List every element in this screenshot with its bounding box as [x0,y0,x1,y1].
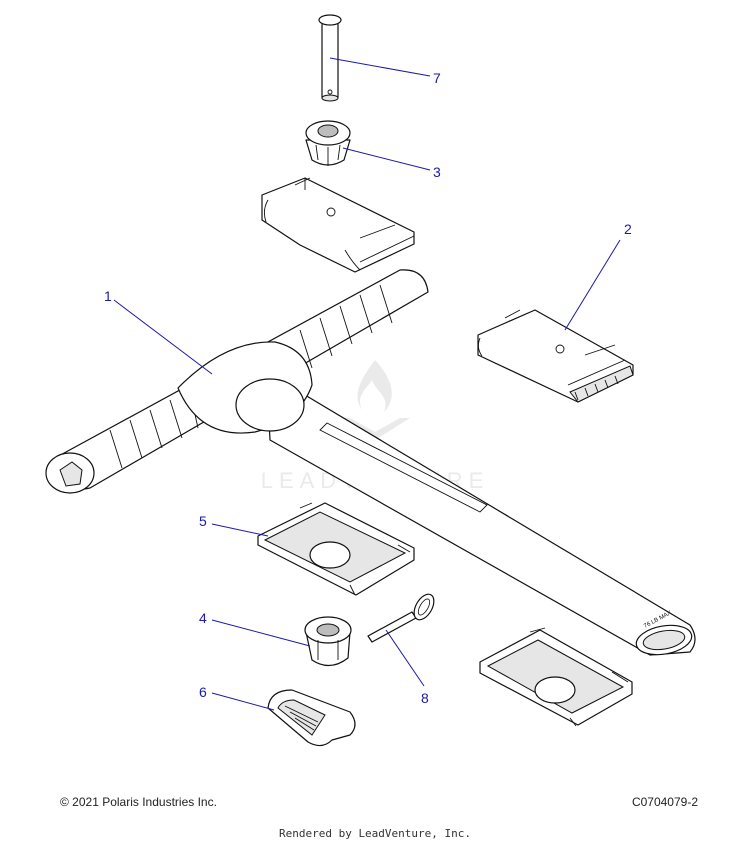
leader-3 [342,147,431,171]
callout-3: 3 [433,164,441,180]
part-2-clamp-upper [261,177,415,273]
part-1-t-handle: 76 LB MAX [45,269,696,656]
leader-6 [211,692,275,711]
watermark-flame-icon [357,360,392,412]
callout-8: 8 [421,690,429,706]
part-4-adjuster [304,616,352,667]
leader-4 [211,619,311,647]
part-3-knob [305,120,351,166]
callout-2: 2 [624,221,632,237]
part-5-clamp-base-left [257,502,415,596]
leader-1 [113,299,213,375]
callout-5: 5 [199,513,207,529]
leader-2 [564,239,621,331]
callout-1: 1 [104,288,112,304]
leader-8 [385,629,425,687]
watermark-chevron-icon [340,418,410,440]
part-6-clip [267,689,356,747]
part-5-clamp-base-right [479,627,633,727]
callouts: 7 3 2 1 5 4 8 6 [104,70,632,706]
part-2-clamp-right [477,309,634,403]
part-7-pin [318,14,342,102]
copyright-text: © 2021 Polaris Industries Inc. [60,795,217,809]
part-code-text: C0704079-2 [631,795,698,809]
part-8-quick-pin [367,593,435,643]
callout-4: 4 [199,610,207,626]
callout-6: 6 [199,684,207,700]
leader-7 [329,57,431,77]
leader-lines [113,57,621,711]
leader-5 [211,523,269,537]
rendered-by-text: Rendered by LeadVenture, Inc. [278,827,472,840]
callout-7: 7 [433,70,441,86]
